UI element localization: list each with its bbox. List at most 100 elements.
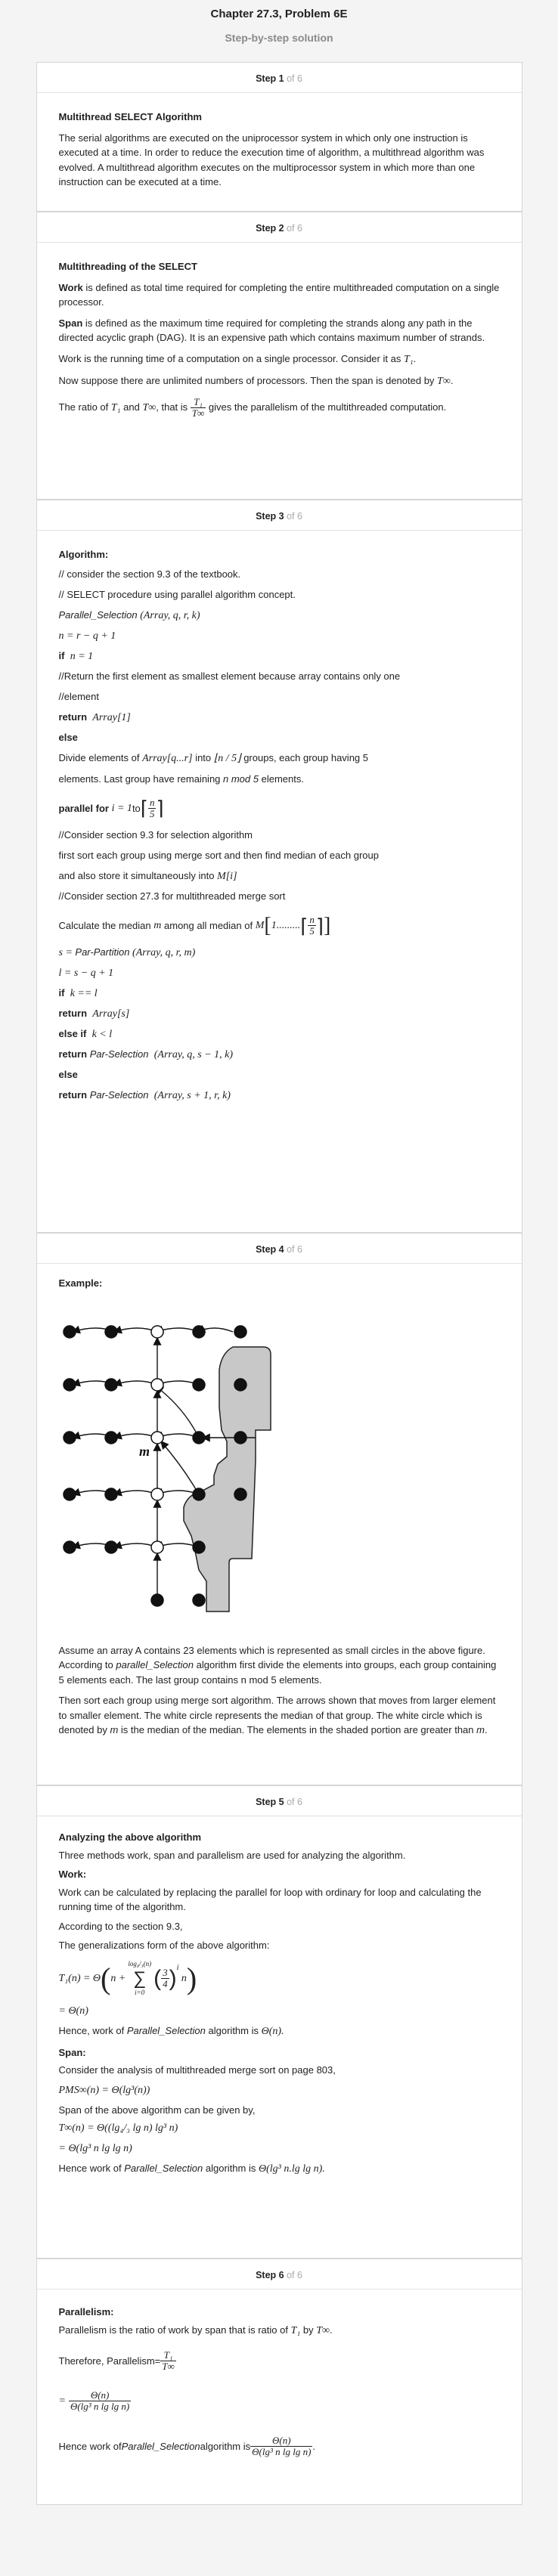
math: Array[1] — [92, 711, 131, 723]
numerator: Θ(n) — [250, 2435, 313, 2447]
if-line: if n = 1 — [59, 649, 500, 664]
text: Hence work of — [58, 2440, 122, 2452]
paragraph: The serial algorithms are executed on th… — [58, 132, 485, 188]
step-count: of 6 — [287, 73, 302, 84]
text: into — [192, 751, 214, 763]
paragraph: According to the section 9.3, — [58, 1920, 183, 1932]
denominator: T∞ — [191, 407, 205, 419]
return-line: return Array[s] — [59, 1006, 500, 1021]
denominator: T∞ — [162, 2361, 175, 2372]
work-running: Work is the running time of a computatio… — [59, 351, 500, 367]
text: and — [123, 401, 143, 413]
text: Parallel_Selection — [124, 2163, 203, 2174]
conclusion: Hence work of Parallel_Selection algorit… — [59, 2161, 500, 2177]
span-definition: Span is defined as the maximum time requ… — [59, 316, 500, 345]
step-heading: Parallelism: — [58, 2306, 114, 2317]
else-line: else — [59, 1067, 500, 1082]
ceil-bracket: ⌉ — [156, 797, 164, 819]
ceil-bracket: ⌈ — [300, 914, 308, 937]
comment: //Consider section 9.3 for selection alg… — [58, 828, 253, 841]
text-line: first sort each group using merge sort a… — [58, 849, 379, 861]
return-line: return Par-Selection (Array, q, s − 1, k… — [59, 1047, 500, 1062]
keyword: else — [58, 1068, 78, 1080]
divide-line: Divide elements of Array[q...r] into ⌊n … — [59, 751, 500, 766]
paren: ) — [186, 1961, 197, 1995]
text: m — [476, 1724, 485, 1735]
text: Par-Selection — [89, 1088, 149, 1101]
text: groups, each group having 5 — [240, 751, 368, 763]
keyword: return — [58, 1088, 88, 1101]
step-count: of 6 — [287, 2270, 302, 2280]
text: , that is — [156, 401, 191, 413]
math: l = s − q + 1 — [58, 967, 114, 979]
if-line: if k == l — [59, 986, 500, 1001]
text: algorithm first divide the elements into… — [58, 1659, 497, 1686]
keyword: if — [58, 986, 65, 999]
denominator: Θ(lg³ n lg lg n) — [70, 2401, 130, 2412]
step-1-card: Step 1 of 6 Multithread SELECT Algorithm… — [36, 62, 522, 212]
ceil-bracket: ⌈ — [140, 797, 148, 819]
math: n = 1 — [70, 650, 94, 662]
math: n = r − q + 1 — [58, 630, 116, 642]
return-line: return Array[1] — [59, 710, 500, 725]
step-label: Step 5 — [256, 1797, 284, 1807]
text: Calculate the median — [58, 919, 151, 931]
sum-top: log₄/₃(n) — [128, 1960, 152, 1968]
paragraph: Work can be calculated by replacing the … — [58, 1886, 482, 1913]
text: parallel_Selection — [116, 1659, 194, 1670]
math: = Θ(lg³ n lg lg n) — [58, 2143, 132, 2154]
math-line: n = r − q + 1 — [59, 628, 500, 643]
math: n + — [110, 1973, 126, 1984]
math: 1......... — [271, 920, 301, 931]
text: Par-Selection — [89, 1048, 149, 1060]
text: Hence, work of — [58, 2024, 127, 2036]
step-4-card: Step 4 of 6 Example: — [36, 1233, 522, 1785]
numerator: Θ(n) — [68, 2390, 132, 2401]
paragraph: Parallelism is the ratio of work by span… — [59, 2323, 500, 2339]
math: (Array, s + 1, r, k) — [153, 1089, 231, 1101]
step-label: Step 1 — [256, 73, 284, 84]
keyword: return — [58, 711, 88, 723]
math-line: = Θ(n) — [59, 2003, 500, 2018]
numerator: n — [308, 914, 316, 926]
term: Work — [58, 281, 83, 293]
step-heading: Multithreading of the SELECT — [58, 261, 197, 272]
partition-line: s = Par-Partition (Array, q, r, m) — [59, 945, 500, 960]
math: (Array, q, s − 1, k) — [153, 1048, 234, 1060]
math-line: PMS∞(n) = Θ(lg³(n)) — [59, 2082, 500, 2098]
fraction: Θ(n)Θ(lg³ n lg lg n) — [68, 2390, 132, 2412]
paren: ) — [169, 1965, 177, 1991]
math-line: = Θ(lg³ n lg lg n) — [59, 2141, 500, 2156]
step-count: of 6 — [287, 511, 302, 522]
math: (Array, q, r, k) — [140, 609, 200, 621]
math: T∞ — [316, 2324, 330, 2336]
math: i = 1 — [111, 803, 132, 814]
math: Θ(n). — [261, 2025, 284, 2037]
text: Par-Partition — [75, 946, 130, 958]
step-2-card: Step 2 of 6 Multithreading of the SELECT… — [36, 212, 522, 500]
text: Work is the running time of a computatio… — [58, 352, 404, 364]
text: and also store it simultaneously into — [58, 869, 218, 881]
numerator: 3 — [161, 1967, 169, 1979]
median-of-medians-diagram: m — [62, 1324, 271, 1612]
keyword: if — [58, 649, 65, 661]
text: elements. — [259, 772, 304, 785]
conclusion: Hence, work of Parallel_Selection algori… — [59, 2023, 500, 2039]
paren: ( — [101, 1961, 111, 1995]
text: . — [413, 352, 417, 364]
denominator: 4 — [163, 1978, 168, 1989]
step-heading: Algorithm: — [58, 549, 109, 560]
text: elements. Last group have remaining — [58, 772, 224, 785]
text: Divide elements of — [58, 751, 143, 763]
comment: //element — [58, 690, 99, 702]
keyword: else if — [58, 1027, 87, 1039]
math: T∞ — [142, 401, 157, 413]
proc-line: Parallel_Selection (Array, q, r, k) — [59, 608, 500, 623]
text: . — [484, 1724, 488, 1735]
paren: ( — [153, 1965, 162, 1991]
text: Parallel_Selection — [121, 2440, 200, 2452]
paragraph: Consider the analysis of multithreaded m… — [58, 2064, 336, 2076]
